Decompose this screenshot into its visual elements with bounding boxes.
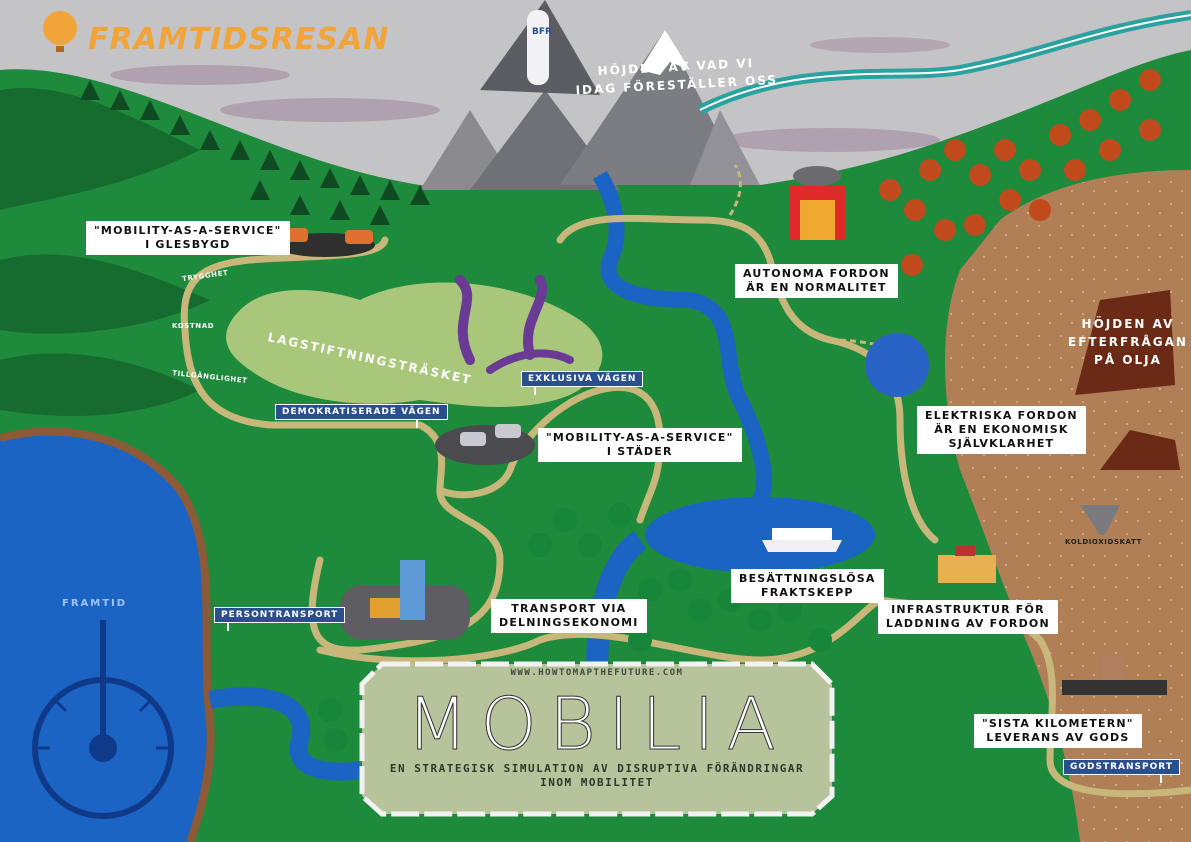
harbor-lake bbox=[645, 497, 875, 573]
carbon-tax-label: KOLDIOXIDSKATT bbox=[1065, 538, 1142, 546]
maas-rural-label: "MOBILITY-AS-A-SERVICE" I GLESBYGD bbox=[86, 221, 290, 255]
crewless-label: BESÄTTNINGSLÖSA FRAKTSKEPP bbox=[731, 569, 884, 603]
skyscraper bbox=[400, 560, 425, 620]
freight-sign: GODSTRANSPORT bbox=[1063, 759, 1180, 783]
autumn-forest bbox=[879, 69, 1161, 276]
exclusive-road-sign: EXKLUSIVA VÄGEN bbox=[521, 371, 644, 395]
exclusive-road-sign-text: EXKLUSIVA VÄGEN bbox=[528, 374, 637, 384]
oil-mountain bbox=[1075, 290, 1175, 395]
sharing-label: TRANSPORT VIA DELNINGSEKONOMI bbox=[491, 599, 647, 633]
autonomous-label: AUTONOMA FORDON ÄR EN NORMALITET bbox=[735, 264, 898, 298]
subtitle: EN STRATEGISK SIMULATION AV DISRUPTIVA F… bbox=[389, 762, 805, 789]
swamp bbox=[226, 282, 603, 407]
rocket bbox=[527, 10, 549, 85]
title-plate bbox=[359, 661, 835, 817]
charging-station bbox=[938, 555, 996, 583]
cargo-ship bbox=[762, 540, 842, 552]
delivery-platform bbox=[1062, 680, 1167, 695]
maas-city-label: "MOBILITY-AS-A-SERVICE" I STÄDER bbox=[538, 428, 742, 462]
balloon-icon bbox=[43, 11, 77, 45]
title-box: WWW.HOWTOMAPTHEFUTURE.COM MOBILIA EN STR… bbox=[362, 664, 832, 814]
freight-sign-text: GODSTRANSPORT bbox=[1070, 762, 1173, 772]
tornado bbox=[1080, 505, 1120, 535]
electric-label: ELEKTRISKA FORDON ÄR EN EKONOMISK SJÄLVK… bbox=[917, 406, 1086, 454]
framtid-label: FRAMTID bbox=[62, 598, 128, 609]
river bbox=[592, 171, 772, 504]
mountain bbox=[560, 30, 745, 185]
oil-demand-label: HÖJDEN AV EFTERFRÅGAN PÅ OLJA bbox=[1068, 317, 1188, 367]
main-title: MOBILIA bbox=[406, 682, 788, 767]
democratized-road-sign: DEMOKRATISERADE VÄGEN bbox=[275, 404, 448, 428]
electric-sphere bbox=[865, 333, 929, 397]
charging-label: INFRASTRUKTUR FÖR LADDNING AV FORDON bbox=[878, 600, 1058, 634]
passenger-sign-text: PERSONTRANSPORT bbox=[221, 610, 339, 620]
rocket-label: BFR bbox=[532, 27, 552, 37]
democratized-road-sign-text: DEMOKRATISERADE VÄGEN bbox=[282, 407, 441, 417]
passenger-sign: PERSONTRANSPORT bbox=[214, 607, 346, 631]
last-mile-label: "SISTA KILOMETERN" LEVERANS AV GODS bbox=[974, 714, 1142, 748]
website-url[interactable]: WWW.HOWTOMAPTHEFUTURE.COM bbox=[510, 668, 684, 678]
forest bbox=[80, 80, 430, 225]
cost-label: KOSTNAD bbox=[172, 322, 215, 330]
app-logo: FRAMTIDSRESAN bbox=[88, 22, 390, 57]
